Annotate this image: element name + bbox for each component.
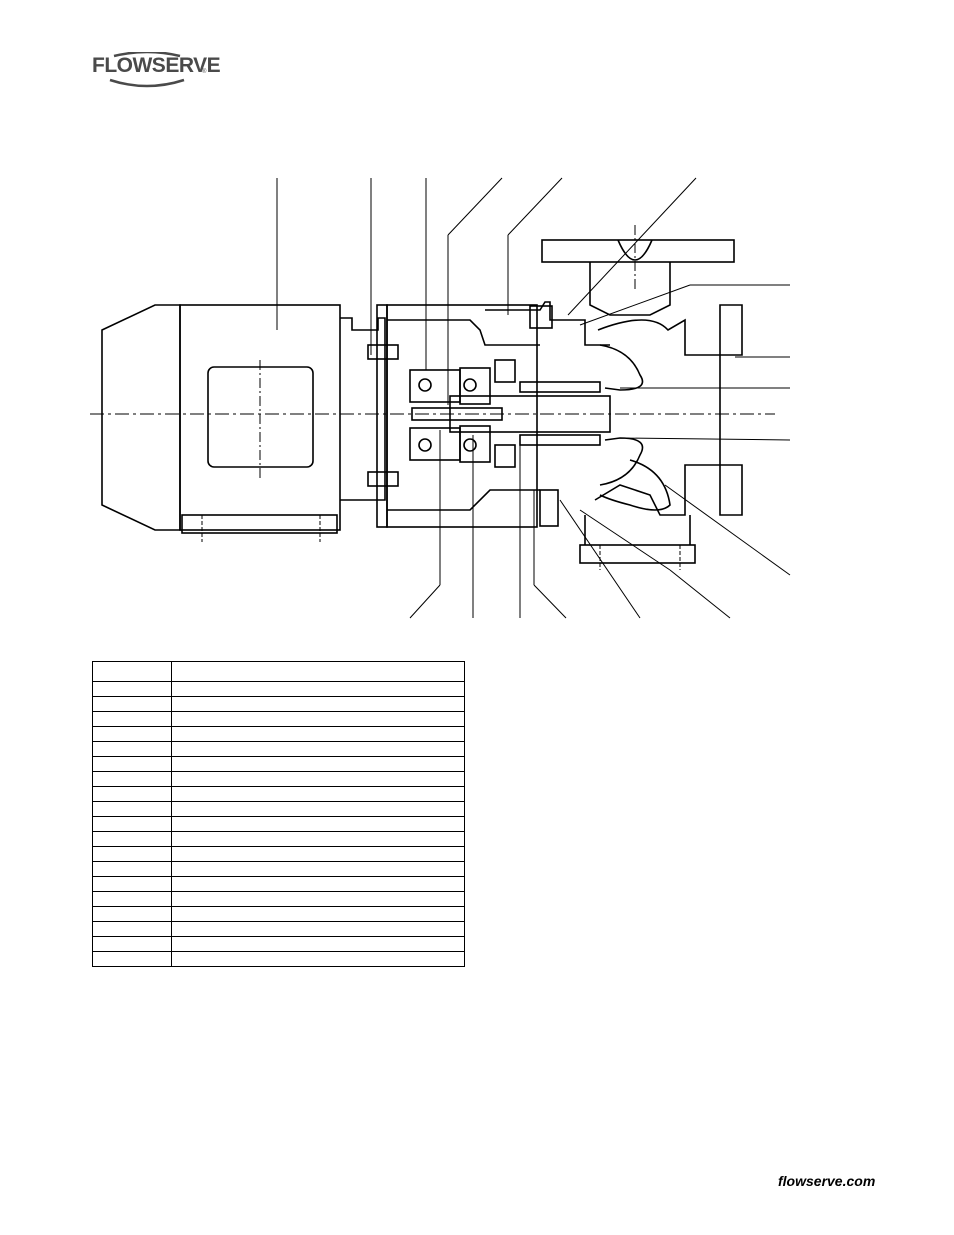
table-row	[92, 936, 465, 952]
table-row	[92, 951, 465, 967]
table-row	[92, 906, 465, 922]
table-row	[92, 831, 465, 847]
table-cell	[171, 951, 465, 967]
table-cell	[171, 786, 465, 802]
table-row	[92, 921, 465, 937]
logo-registered-mark: ®	[202, 69, 207, 75]
table-cell	[92, 846, 172, 862]
table-row	[92, 711, 465, 727]
table-row	[92, 741, 465, 757]
table-cell	[92, 726, 172, 742]
table-row	[92, 681, 465, 697]
table-cell	[92, 861, 172, 877]
table-cell	[92, 771, 172, 787]
table-cell	[92, 891, 172, 907]
table-cell	[92, 906, 172, 922]
table-cell	[92, 801, 172, 817]
table-cell	[92, 696, 172, 712]
table-cell	[92, 681, 172, 697]
table-row	[92, 696, 465, 712]
table-cell	[92, 711, 172, 727]
table-cell	[171, 696, 465, 712]
flowserve-logo: FLOWSERVE ®	[92, 52, 221, 88]
table-cell	[171, 756, 465, 772]
table-cell	[92, 876, 172, 892]
table-cell	[171, 771, 465, 787]
table-row	[92, 816, 465, 832]
table-cell	[171, 681, 465, 697]
table-row	[92, 846, 465, 862]
table-cell	[171, 711, 465, 727]
table-cell	[171, 861, 465, 877]
table-row	[92, 801, 465, 817]
table-row	[92, 861, 465, 877]
table-cell	[171, 906, 465, 922]
table-row	[92, 876, 465, 892]
table-cell	[92, 921, 172, 937]
table-cell	[171, 921, 465, 937]
table-cell	[92, 786, 172, 802]
table-cell	[171, 741, 465, 757]
table-header-cell	[171, 661, 465, 682]
table-cell	[92, 816, 172, 832]
table-row	[92, 771, 465, 787]
table-cell	[171, 876, 465, 892]
table-header-cell	[92, 661, 172, 682]
flowserve-arc-logo-icon	[109, 52, 185, 88]
logo-text: FLOWSERVE	[92, 54, 221, 77]
table-row	[92, 756, 465, 772]
parts-list-table	[92, 661, 465, 967]
table-cell	[92, 741, 172, 757]
table-cell	[171, 816, 465, 832]
table-row	[92, 726, 465, 742]
table-cell	[171, 801, 465, 817]
table-cell	[92, 936, 172, 952]
table-row	[92, 786, 465, 802]
footer-website-link[interactable]: flowserve.com	[778, 1173, 876, 1189]
table-cell	[171, 726, 465, 742]
table-cell	[92, 831, 172, 847]
table-cell	[171, 831, 465, 847]
pump-sectional-drawing-icon	[90, 177, 791, 619]
table-cell	[171, 891, 465, 907]
table-row	[92, 891, 465, 907]
table-cell	[92, 756, 172, 772]
table-cell	[171, 846, 465, 862]
pump-sectional-drawing	[90, 170, 800, 625]
table-cell	[171, 936, 465, 952]
table-cell	[92, 951, 172, 967]
table-header-row	[92, 661, 465, 682]
